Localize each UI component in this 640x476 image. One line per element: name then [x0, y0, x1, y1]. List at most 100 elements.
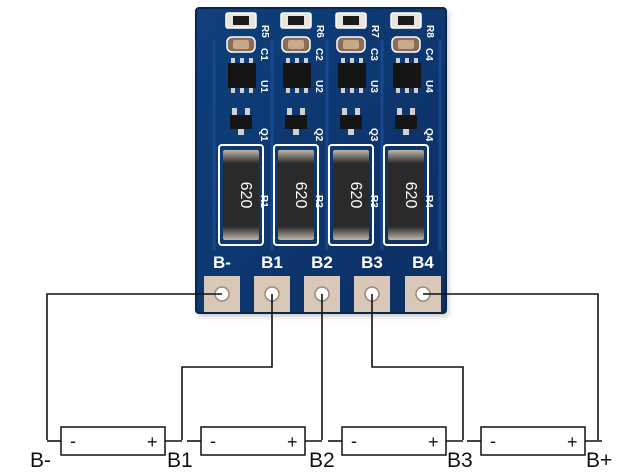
wire-5 — [423, 293, 599, 440]
node-label: B- — [30, 449, 51, 472]
resistor-outline — [273, 144, 319, 246]
resistor-outline — [383, 144, 429, 246]
wiring — [46, 293, 599, 440]
fet-pin — [232, 108, 237, 115]
smd-resistor-body — [398, 16, 414, 25]
silk-ic: U4 — [423, 80, 434, 93]
capacitor-body — [343, 40, 359, 49]
ic-pin — [350, 87, 354, 93]
fet-pin — [403, 129, 409, 135]
ic-pin — [396, 58, 400, 64]
fet-pin — [287, 108, 292, 115]
silk-cap: C4 — [423, 48, 434, 61]
ic-pin — [286, 58, 290, 64]
ic-pin — [359, 58, 363, 64]
ic-chip — [393, 63, 421, 88]
ic-pin — [341, 58, 345, 64]
wire-2 — [181, 294, 273, 440]
cell-negative: - — [210, 431, 216, 451]
fet-pin — [348, 129, 354, 135]
silk-resistor: R4 — [423, 195, 434, 208]
pad-label: B4 — [412, 253, 434, 272]
resistor-outline — [218, 144, 264, 246]
wire-1 — [46, 293, 222, 440]
ic-pin — [240, 87, 244, 93]
ic-pin — [304, 58, 308, 64]
node-label: B1 — [167, 449, 193, 472]
pad-label: B2 — [311, 253, 333, 272]
mosfet — [230, 115, 252, 129]
silk-fet: Q1 — [258, 128, 269, 142]
fet-pin — [245, 108, 250, 115]
power-resistor — [278, 150, 314, 240]
resistor-code: 620 — [402, 182, 419, 209]
ic-chip — [338, 63, 366, 88]
ic-pin — [295, 87, 299, 93]
ic-chip — [228, 63, 256, 88]
resistor-outline — [328, 144, 374, 246]
battery-cell-2 — [200, 426, 306, 456]
cell-negative: - — [351, 431, 357, 451]
silk-resistor: R2 — [313, 195, 324, 208]
power-resistor — [333, 150, 369, 240]
fet-pin — [238, 129, 244, 135]
ic-pin — [414, 87, 418, 93]
silk-cap: C3 — [368, 48, 379, 61]
cell-positive: + — [567, 432, 578, 452]
fet-pin — [410, 108, 415, 115]
cell-negative: - — [490, 431, 496, 451]
silk-ic: U1 — [258, 80, 269, 93]
battery-cell-1 — [60, 426, 166, 456]
node-label: B+ — [586, 449, 612, 472]
ic-pin — [231, 87, 235, 93]
fet-pin — [293, 129, 299, 135]
pad-label: B- — [213, 253, 231, 272]
battery-cells: - + - + - + - + — [47, 426, 602, 456]
fet-pin — [397, 108, 402, 115]
fet-pin — [342, 108, 347, 115]
cell-negative: - — [70, 431, 76, 451]
smd-resistor-body — [288, 16, 304, 25]
power-resistor — [223, 150, 259, 240]
pcb-traces — [212, 40, 442, 250]
smd-resistor-body — [343, 16, 359, 25]
cell-positive: + — [147, 432, 158, 452]
ic-pin — [249, 87, 253, 93]
ic-pin — [304, 87, 308, 93]
power-resistor — [388, 150, 424, 240]
wire-4 — [371, 294, 464, 440]
silk-cap: C1 — [258, 48, 269, 61]
node-label: B2 — [309, 449, 335, 472]
mosfet — [395, 115, 417, 129]
silk-ic: U2 — [313, 80, 324, 93]
silk-fet: Q4 — [423, 128, 434, 142]
ic-pin — [295, 58, 299, 64]
ic-pin — [405, 58, 409, 64]
smd-resistor-body — [233, 16, 249, 25]
fet-pin — [355, 108, 360, 115]
silk-fet: Q2 — [313, 128, 324, 142]
ic-pin — [286, 87, 290, 93]
silk-r-small: R6 — [314, 25, 325, 38]
resistor-code: 620 — [347, 182, 364, 209]
silk-resistor: R1 — [258, 195, 269, 208]
cell-positive: + — [287, 432, 298, 452]
mosfet — [340, 115, 362, 129]
capacitor-body — [398, 40, 414, 49]
ic-pin — [359, 87, 363, 93]
cell-positive: + — [428, 432, 439, 452]
resistor-code: 620 — [292, 182, 309, 209]
battery-cell-4 — [480, 426, 586, 456]
mosfet — [285, 115, 307, 129]
fet-pin — [300, 108, 305, 115]
ic-pin — [396, 87, 400, 93]
capacitor-body — [288, 40, 304, 49]
battery-cell-3 — [341, 426, 447, 456]
pcb-edge — [195, 7, 447, 314]
ic-pin — [405, 87, 409, 93]
